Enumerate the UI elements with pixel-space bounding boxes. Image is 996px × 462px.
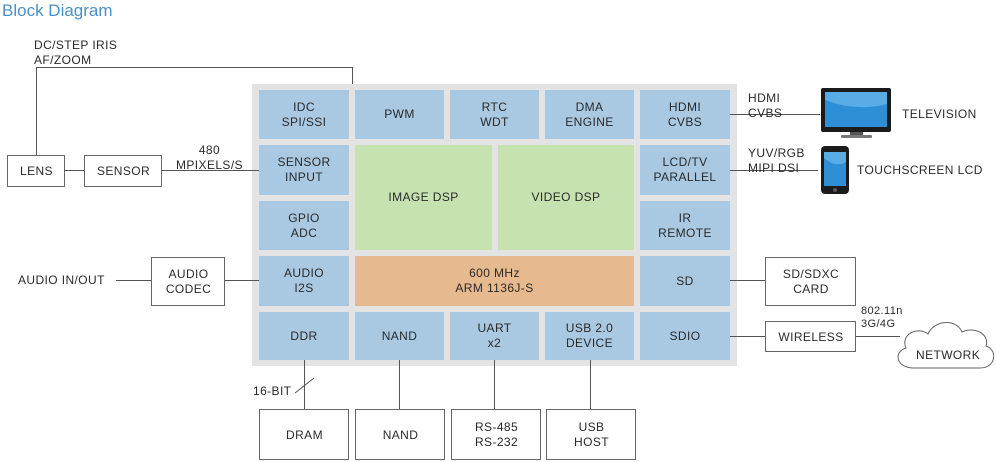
gpio-block <box>259 201 349 250</box>
sdio-label: SDIO <box>669 328 701 343</box>
lcd-block <box>640 145 730 195</box>
sd-label: SD <box>676 273 694 288</box>
iris-line <box>36 67 353 155</box>
video-dsp-block <box>498 145 634 250</box>
lens-label: LENS <box>20 164 53 178</box>
pwm-label: PWM <box>384 107 415 121</box>
bit-label: 16-BIT <box>253 384 292 398</box>
lens-box <box>7 155 65 187</box>
arm-block <box>355 256 634 306</box>
ir-block <box>640 201 730 250</box>
idc-block <box>259 90 349 139</box>
nand-ext-label: NAND <box>382 427 419 442</box>
image-dsp-block <box>355 145 492 250</box>
network-label: NETWORK <box>916 348 981 362</box>
cloud-icon <box>897 322 995 369</box>
rtc-block <box>450 90 539 139</box>
sdio-block <box>640 312 730 360</box>
dram-label: DRAM <box>286 427 323 442</box>
pwm-block <box>355 90 444 139</box>
television-icon <box>821 88 891 138</box>
usb-host-box <box>546 409 636 460</box>
uart-block <box>450 312 539 360</box>
wireless-box <box>765 321 856 352</box>
smartphone-icon <box>821 146 849 194</box>
image-dsp-label: IMAGE DSP <box>388 190 459 204</box>
television-label: TELEVISION <box>902 107 977 121</box>
audio-io-label: AUDIO IN/OUT <box>18 273 105 287</box>
sd-block <box>640 256 730 306</box>
dma-block <box>545 90 634 139</box>
nand-ext-box <box>355 409 445 460</box>
ddr-label: DDR <box>290 328 318 343</box>
sensor-box <box>84 155 162 187</box>
video-dsp-label: VIDEO DSP <box>531 190 601 204</box>
sdxc-box <box>765 257 856 306</box>
rs-box <box>451 409 541 460</box>
sensor-label: SENSOR <box>96 164 151 178</box>
hdmi-block <box>640 90 730 139</box>
nand-block <box>355 312 444 360</box>
ddr-block <box>259 312 349 360</box>
page-title: Block Diagram <box>2 1 113 20</box>
dram-box <box>259 409 349 460</box>
nand-label: NAND <box>381 328 418 343</box>
touchscreen-label: TOUCHSCREEN LCD <box>857 163 983 177</box>
sensor-input-block <box>259 145 349 195</box>
audio-i2s-block <box>259 256 349 306</box>
wireless-label: WIRELESS <box>778 329 844 344</box>
audio-codec-box <box>151 257 225 306</box>
usb-block <box>545 312 634 360</box>
bit-slash <box>294 377 315 394</box>
